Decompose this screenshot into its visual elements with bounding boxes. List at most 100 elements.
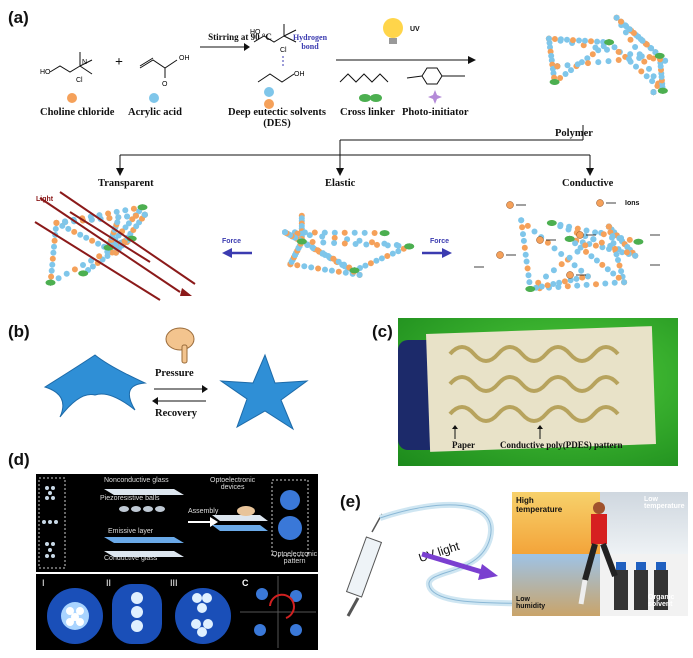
monomer-bead [550,267,557,274]
monomer-bead [576,37,582,44]
monomer-bead [535,279,542,286]
monomer-bead [611,279,618,286]
monomer-bead [378,255,385,262]
monomer-bead [604,46,610,53]
monomer-bead [574,225,581,232]
monomer-bead [662,57,669,64]
optoelectronic-pattern-label: Optoelectronic pattern [272,551,318,565]
light-label: Light [36,196,54,203]
ions-label: Ions [625,200,640,207]
monomer-bead [544,239,551,246]
optoelectronic-pattern-graphic [271,479,309,557]
monomer-bead [605,58,612,65]
monomer-bead [574,282,581,289]
monomer-bead [309,244,316,251]
crosslink-bead [296,238,307,245]
force-arrows [222,248,452,258]
photo-initiator-label: Photo-initiator [402,107,469,118]
monomer-bead [122,224,129,231]
monomer-bead [551,245,558,252]
monomer-bead [618,18,624,25]
monomer-bead [331,234,338,241]
monomer-bead [602,280,609,287]
monomer-bead [361,229,368,236]
monomer-bead [557,221,564,228]
monomer-bead [650,89,657,96]
monomer-bead [80,262,86,268]
monomer-bead [519,224,526,231]
des-structure: HO Cl OH [250,24,305,83]
panel-e-label: (e) [340,492,361,511]
uv-label: UV [410,26,420,33]
monomer-bead [588,38,594,45]
ion-markers [474,199,660,279]
monomer-bead [328,267,335,274]
monomer-bead [549,65,556,72]
monomer-bead [341,240,348,247]
monomer-bead [83,234,90,241]
cross-linker-structure [339,73,389,83]
monomer-bead [362,262,369,269]
monomer-bead [48,267,55,274]
crosslink-bead [404,243,415,250]
high-temperature-label: High temperature [516,496,563,514]
photo-initiator-structure [406,67,465,85]
monomer-bead [612,245,618,252]
monomer-bead [544,282,551,289]
layer-stack [104,489,184,557]
monomer-bead [588,253,595,260]
monomer-bead [599,261,606,268]
elastic-label: Elastic [325,178,356,189]
monomer-bead [589,51,596,58]
crosslink-bead [137,204,148,211]
monomer-bead [615,257,621,263]
monomer-bead [582,37,588,44]
pressure-recovery-arrows [152,385,208,405]
svg-text:HO: HO [40,69,51,76]
photo-initiator-icon [428,90,442,104]
monomer-bead [561,278,568,285]
monomer-bead [626,56,632,62]
glow-photo-i [47,588,103,644]
conductive-label: Conductive [562,178,614,189]
monomer-bead [311,229,318,236]
monomer-bead [545,35,552,42]
monomer-bead [322,266,328,273]
light-arrows [34,191,196,301]
panel-d-label: (d) [8,450,30,469]
monomer-bead [395,248,402,255]
assembled-device [212,506,268,531]
pattern-label: Conductive poly(PDES) pattern [500,440,623,450]
monomer-bead [590,236,597,243]
monomer-bead [568,67,574,74]
monomer-bead [630,30,637,36]
glow-photo-ii [112,584,162,644]
panel-c-pointers [452,425,543,439]
monomer-bead [557,75,564,81]
piezoresistive-balls-label: Piezoresistive balls [100,495,160,502]
monomer-bead [613,251,620,258]
monomer-bead [71,228,78,235]
monomer-bead [89,263,96,270]
monomer-bead [646,65,652,72]
crosslink-bead [564,235,575,242]
monomer-bead [55,275,62,282]
monomer-bead [633,63,639,70]
monomer-bead [654,83,661,89]
monomer-bead [306,232,313,239]
monomer-bead [562,71,569,77]
crosslink-bead [349,267,360,274]
monomer-bead [566,254,573,261]
monomer-bead [395,242,402,249]
monomer-bead [96,212,103,219]
monomer-bead [556,279,563,286]
nonconductive-glass-label: Nonconductive glass [104,477,169,484]
monomer-bead [573,275,580,282]
monomer-bead [592,44,599,51]
monomer-bead [113,208,120,215]
monomer-bead [582,242,589,249]
panel-a-label: (a) [8,8,29,27]
monomer-bead [557,36,564,43]
low-humidity-label: Low humidity [516,596,546,610]
monomer-bead [524,265,531,272]
